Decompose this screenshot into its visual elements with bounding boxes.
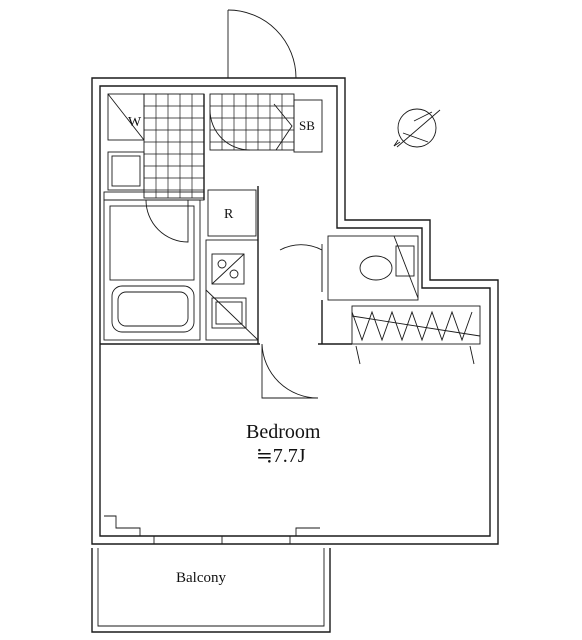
bathroom xyxy=(103,199,201,341)
kitchen xyxy=(205,239,259,341)
balcony-label: Balcony xyxy=(176,570,226,586)
washer-label: W xyxy=(128,115,142,130)
shoe-box-label: SB xyxy=(299,118,315,133)
partitions xyxy=(100,94,352,345)
toilet-door xyxy=(279,244,323,292)
compass-icon xyxy=(393,108,441,148)
bedroom-name: Bedroom xyxy=(246,421,321,443)
washroom xyxy=(103,93,205,243)
shoe-box xyxy=(293,99,323,153)
window xyxy=(104,515,320,545)
bedroom-door xyxy=(261,343,319,399)
tile-grid-washroom xyxy=(143,93,205,199)
refrigerator-label: R xyxy=(224,207,234,222)
entrance-door xyxy=(227,9,297,79)
closet xyxy=(351,305,481,365)
balcony xyxy=(91,548,331,633)
toilet xyxy=(327,235,419,301)
refrigerator xyxy=(207,189,257,237)
bedroom-size: ≒7.7J xyxy=(256,445,306,467)
outer-walls xyxy=(91,77,499,545)
